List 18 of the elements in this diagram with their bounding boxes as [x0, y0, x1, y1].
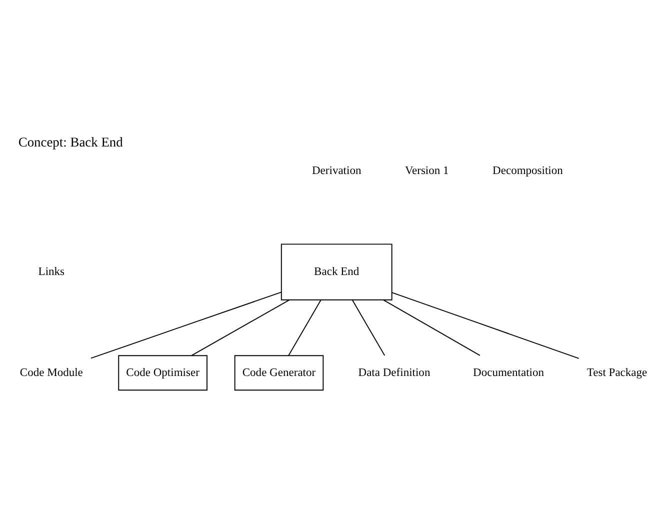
label: Links — [38, 266, 65, 278]
label: Derivation — [312, 164, 362, 177]
connector — [288, 299, 322, 356]
node-text: Documentation — [473, 366, 544, 378]
diagram-title: Concept: Back End — [18, 134, 123, 149]
node-box: Code Optimiser — [118, 354, 208, 390]
connector — [392, 292, 580, 358]
node-text: Code Module — [20, 366, 83, 378]
node-text: Test Package — [586, 366, 648, 378]
node-box: Back End — [280, 243, 392, 300]
label: Decomposition — [492, 164, 563, 177]
node-box: Code Generator — [234, 354, 324, 390]
connector — [383, 299, 480, 356]
node-text: Data Definition — [358, 366, 430, 378]
connector — [90, 291, 282, 358]
label: Version 1 — [404, 164, 449, 177]
connector — [191, 299, 290, 356]
connector — [352, 299, 386, 356]
